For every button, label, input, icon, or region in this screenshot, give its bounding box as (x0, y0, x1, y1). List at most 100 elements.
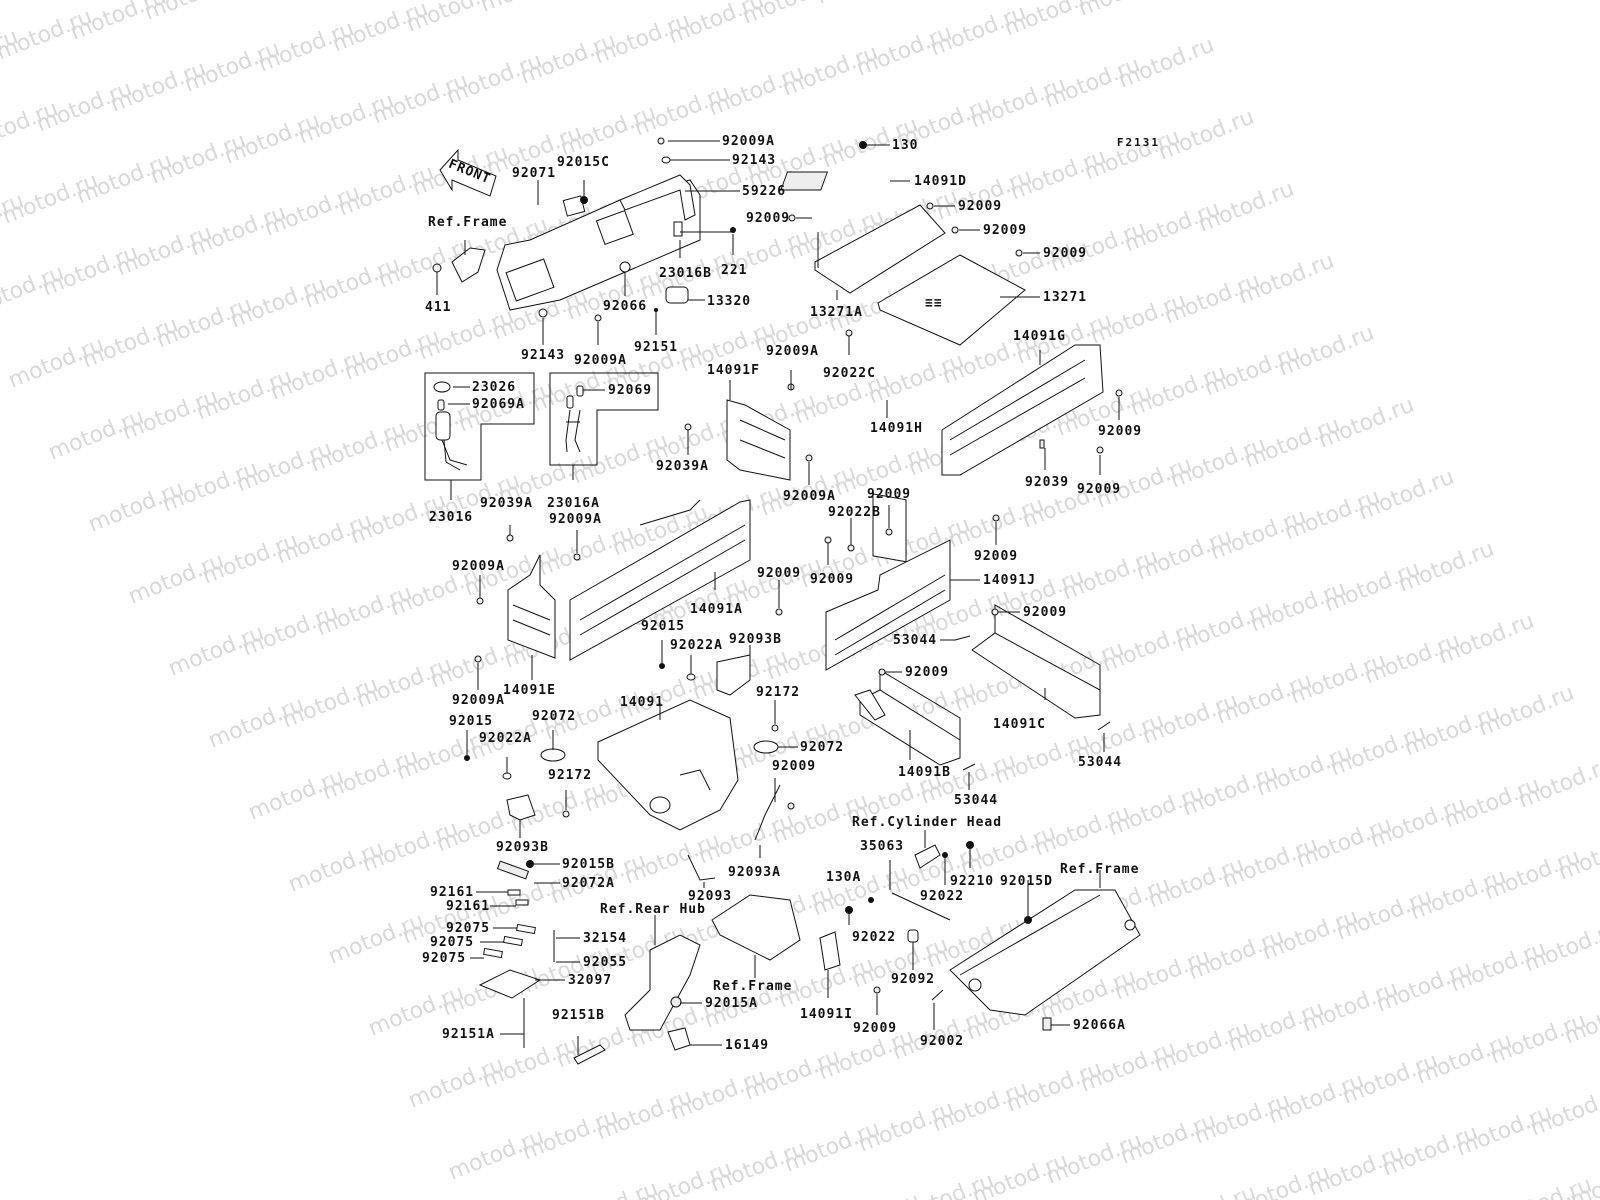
part-label: 92022 (852, 930, 896, 945)
part-label: 92022A (670, 638, 723, 653)
part-label: 92143 (732, 153, 776, 168)
part-label: 23016 (429, 510, 473, 525)
part-label: 92022C (823, 366, 876, 381)
part-label: 92022B (828, 505, 881, 520)
part-label: 53044 (893, 633, 937, 648)
part-label: 92093B (729, 632, 782, 647)
part-label: 92015 (641, 619, 685, 634)
ref-label: Ref.Frame (713, 979, 792, 994)
part-label: 14091E (503, 683, 556, 698)
part-label: 14091I (800, 1007, 853, 1022)
part-label: 92009 (772, 759, 816, 774)
part-label: 92075 (430, 935, 474, 950)
part-label: 92039 (1025, 475, 1069, 490)
part-label: 92069 (608, 383, 652, 398)
part-label: 92009 (974, 549, 1018, 564)
part-label: 92172 (548, 768, 592, 783)
part-label: 14091J (983, 573, 1036, 588)
part-label: 92009 (810, 572, 854, 587)
part-label: 92172 (756, 685, 800, 700)
part-label: 92072 (532, 709, 576, 724)
ref-label: Ref.Cylinder Head (852, 815, 1002, 830)
box-23016A (549, 372, 659, 466)
part-label: 92161 (430, 885, 474, 900)
part-label: 13320 (707, 294, 751, 309)
part-label: 14091A (690, 602, 743, 617)
part-label: 53044 (954, 793, 998, 808)
part-label: 92009 (853, 1021, 897, 1036)
ref-label: Ref.Frame (1060, 862, 1139, 877)
part-label: 92009A (574, 353, 627, 368)
svg-text:≡≡: ≡≡ (925, 296, 943, 311)
part-label: 92009 (958, 199, 1002, 214)
part-label: 92009A (452, 559, 505, 574)
part-label: 32097 (568, 973, 612, 988)
part-label: 92009A (783, 489, 836, 504)
part-label: 35063 (860, 839, 904, 854)
part-label: 92009A (722, 134, 775, 149)
part-label: 92009 (983, 223, 1027, 238)
part-label: 13271 (1043, 290, 1087, 305)
part-label: 221 (721, 263, 747, 278)
part-label: 92161 (446, 899, 490, 914)
part-label: 23016B (659, 266, 712, 281)
part-label: 92075 (446, 921, 490, 936)
part-label: 23026 (472, 380, 516, 395)
part-label: 92071 (512, 166, 556, 181)
part-label: 92009 (1077, 482, 1121, 497)
part-label: 92066A (1073, 1018, 1126, 1033)
part-label: 92009 (867, 487, 911, 502)
part-label: 14091H (870, 421, 923, 436)
part-label: 92009 (757, 566, 801, 581)
part-label: 14091C (993, 717, 1046, 732)
part-label: 14091 (620, 695, 664, 710)
part-label: 92009 (746, 211, 790, 226)
part-label: 130 (892, 138, 918, 153)
ref-label: Ref.Frame (428, 215, 507, 230)
part-label: 59226 (742, 184, 786, 199)
part-label: 92015C (557, 155, 610, 170)
part-label: 130A (826, 870, 861, 885)
part-label: 92055 (583, 955, 627, 970)
part-label: 14091D (914, 174, 967, 189)
part-label: 92069A (472, 397, 525, 412)
part-label: 92009A (549, 512, 602, 527)
part-label: 92009 (1023, 605, 1067, 620)
part-label: 92039A (656, 459, 709, 474)
part-label: 92151 (634, 340, 678, 355)
part-label: 14091G (1013, 329, 1066, 344)
part-label: 92143 (521, 348, 565, 363)
diagram-code: F2131 (1116, 136, 1160, 149)
part-label: 92066 (603, 299, 647, 314)
part-label: 92009A (766, 344, 819, 359)
rear-panel-part (496, 174, 701, 311)
part-label: 92151A (442, 1027, 495, 1042)
part-label: 92022 (920, 889, 964, 904)
part-label: 92009 (1043, 246, 1087, 261)
part-label: 92093A (728, 865, 781, 880)
part-label: 92009 (905, 665, 949, 680)
part-label: 92009A (452, 693, 505, 708)
part-label: 16149 (725, 1038, 769, 1053)
part-label: 23016A (547, 496, 600, 511)
part-label: 92015A (705, 996, 758, 1011)
part-label: 92015D (1000, 874, 1053, 889)
part-label: 92015 (449, 714, 493, 729)
ref-label: Ref.Rear Hub (600, 902, 706, 917)
part-label: 53044 (1078, 755, 1122, 770)
part-label: 92075 (422, 951, 466, 966)
box-23016 (424, 372, 535, 481)
part-label: 13271A (810, 305, 863, 320)
part-label: 92072A (562, 876, 615, 891)
part-label: 92151B (552, 1008, 605, 1023)
part-label: 92002 (920, 1034, 964, 1049)
part-label: 92009 (1098, 424, 1142, 439)
part-label: 92015B (562, 857, 615, 872)
part-label: 14091F (707, 363, 760, 378)
part-label: 92092 (891, 972, 935, 987)
part-label: 92039A (480, 496, 533, 511)
part-label: 32154 (583, 931, 627, 946)
part-label: 14091B (898, 765, 951, 780)
front-arrow-icon: FRONT (439, 148, 497, 197)
part-label: 92093 (688, 889, 732, 904)
